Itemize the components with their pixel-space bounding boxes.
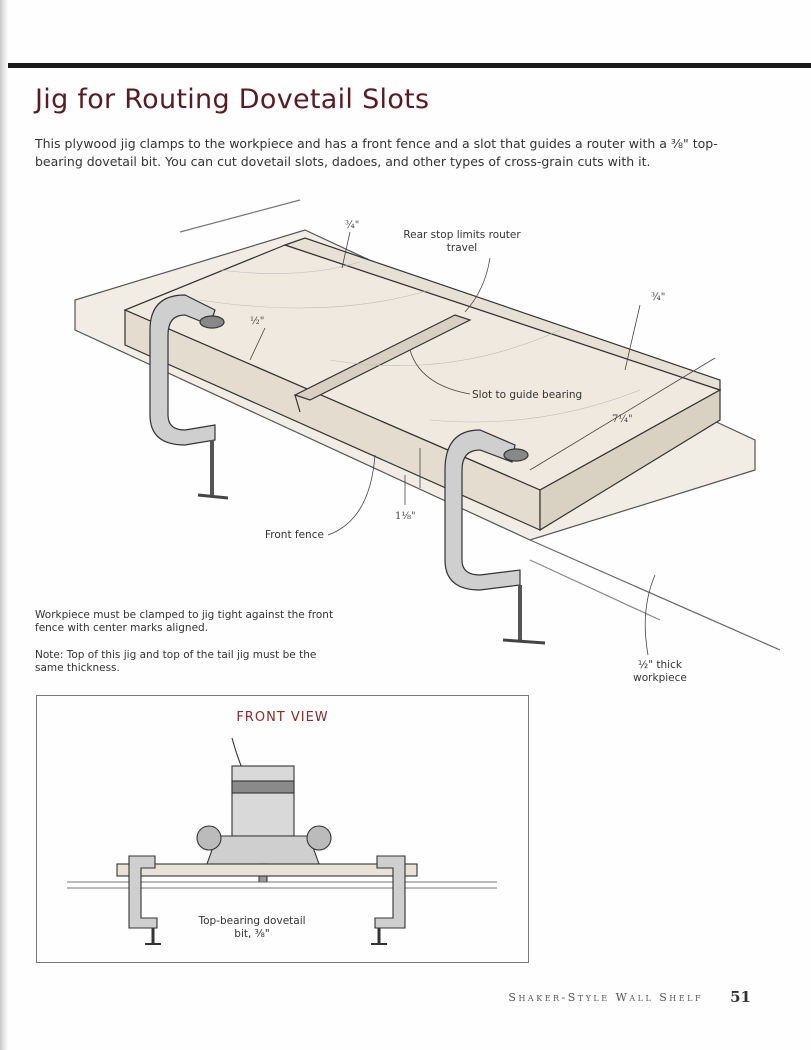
dim-half-label: ½" <box>250 316 265 327</box>
dim-fence-label: 1⅛" <box>395 511 416 522</box>
page-title: Jig for Routing Dovetail Slots <box>35 84 430 115</box>
front-view-panel: FRONT VIEW Top <box>36 695 529 963</box>
dim-top-label: ¾" <box>345 220 360 231</box>
intro-paragraph: This plywood jig clamps to the workpiece… <box>35 136 718 169</box>
front-fence-label: Front fence <box>265 529 324 541</box>
slot-bearing-label: Slot to guide bearing <box>472 389 583 401</box>
front-view-drawing <box>67 737 497 945</box>
dim-width-label: 7¼" <box>612 414 633 425</box>
bit-label: Top-bearing dovetail bit, ⅜" <box>198 915 306 940</box>
page-number: 51 <box>730 988 751 1006</box>
clamp-note: Workpiece must be clamped to jig tight a… <box>35 609 334 634</box>
thickness-note: Note: Top of this jig and top of the tai… <box>35 649 317 674</box>
running-head: Shaker-Style Wall Shelf <box>508 991 703 1004</box>
top-rule <box>8 63 811 68</box>
rear-stop-label: Rear stop limits router travel <box>403 229 521 254</box>
workpiece-label: ½" thick workpiece <box>633 659 687 684</box>
front-view-title: FRONT VIEW <box>236 710 329 725</box>
dim-right-label: ¾" <box>651 292 666 303</box>
page-gutter-shadow <box>0 0 8 1050</box>
